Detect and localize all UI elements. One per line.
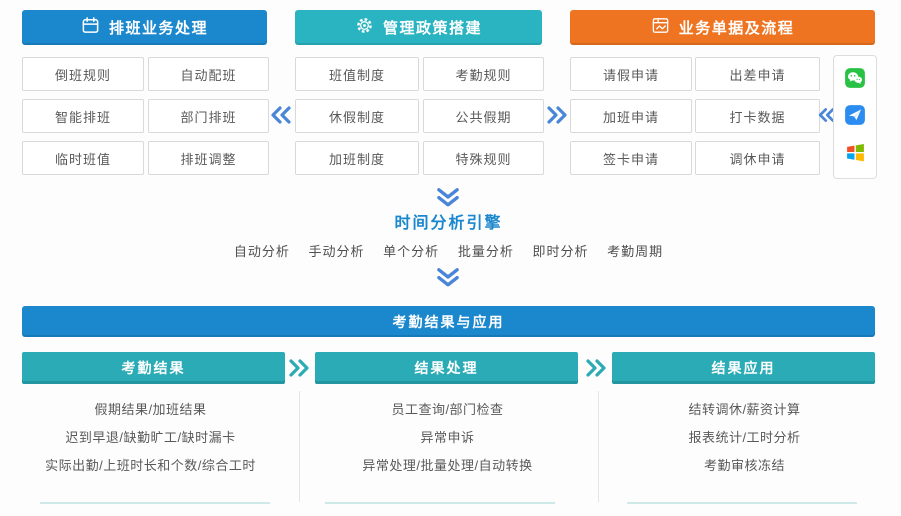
diagram-box: 加班申请 (570, 99, 692, 133)
result-line: 假期结果/加班结果 (94, 402, 207, 417)
diagram-box: 出差申请 (695, 57, 820, 91)
diagram-box: 智能排班 (22, 99, 144, 133)
results-column-application: 结转调休/薪资计算 报表统计/工时分析 考勤审核冻结 (604, 396, 885, 480)
results-column-processing: 员工查询/部门检查 异常申诉 异常处理/批量处理/自动转换 (307, 396, 588, 480)
flow-chevron-down-icon (435, 186, 461, 213)
cutoff-box-edge (325, 502, 555, 504)
group-title: 业务单据及流程 (678, 20, 795, 37)
engine-mode: 自动分析 (233, 244, 290, 259)
flow-chevron-right-icon (545, 104, 569, 131)
diagram-box: 调休申请 (695, 141, 820, 175)
diagram-box: 请假申请 (570, 57, 692, 91)
windows-icon (845, 142, 866, 168)
result-line: 实际出勤/上班时长和个数/综合工时 (45, 458, 256, 473)
column-divider (299, 391, 300, 502)
subheader-result-processing: 结果处理 (315, 352, 578, 384)
engine-modes-row: 自动分析 手动分析 单个分析 批量分析 即时分析 考勤周期 (22, 241, 875, 260)
channel-icon-panel (833, 55, 877, 179)
diagram-box: 签卡申请 (570, 141, 692, 175)
calendar-icon (81, 16, 100, 39)
diagram-box: 特殊规则 (423, 141, 544, 175)
flow-chevron-left-icon (817, 106, 836, 129)
group-title: 排班业务处理 (108, 20, 208, 37)
diagram-box: 自动配班 (148, 57, 269, 91)
group-title: 管理政策搭建 (382, 20, 482, 37)
engine-mode: 批量分析 (457, 244, 514, 259)
flow-chevron-left-icon (269, 104, 293, 131)
wechat-icon (844, 67, 866, 94)
diagram-box: 班值制度 (295, 57, 419, 91)
engine-mode: 即时分析 (532, 244, 589, 259)
flow-chevron-right-icon (286, 358, 312, 383)
cutoff-box-edge (40, 502, 270, 504)
diagram-box: 考勤规则 (423, 57, 544, 91)
group-header-scheduling: 排班业务处理 (22, 10, 267, 45)
diagram-box: 排班调整 (148, 141, 269, 175)
results-banner: 考勤结果与应用 (22, 306, 875, 337)
engine-mode: 考勤周期 (607, 244, 664, 259)
group-header-documents: 业务单据及流程 (570, 10, 875, 45)
result-line: 迟到早退/缺勤旷工/缺时漏卡 (65, 430, 236, 445)
column-divider (598, 391, 599, 502)
engine-mode: 单个分析 (383, 244, 440, 259)
cutoff-box-edge (627, 502, 857, 504)
diagram-box: 临时班值 (22, 141, 144, 175)
result-line: 结转调休/薪资计算 (688, 402, 801, 417)
paper-plane-app-icon (844, 104, 866, 131)
gear-icon (355, 16, 374, 39)
result-line: 异常申诉 (420, 430, 475, 445)
flow-chevron-down-icon (435, 266, 461, 293)
engine-title: 时间分析引擎 (394, 215, 503, 232)
flow-chevron-right-icon (583, 358, 609, 383)
engine-mode: 手动分析 (308, 244, 365, 259)
result-line: 考勤审核冻结 (703, 458, 785, 473)
diagram-box: 倒班规则 (22, 57, 144, 91)
result-line: 报表统计/工时分析 (688, 430, 801, 445)
diagram-box: 加班制度 (295, 141, 419, 175)
result-line: 员工查询/部门检查 (391, 402, 504, 417)
results-column-attendance: 假期结果/加班结果 迟到早退/缺勤旷工/缺时漏卡 实际出勤/上班时长和个数/综合… (10, 396, 291, 480)
result-line: 异常处理/批量处理/自动转换 (362, 458, 533, 473)
group-header-policy: 管理政策搭建 (295, 10, 542, 45)
diagram-box: 休假制度 (295, 99, 419, 133)
subheader-result-application: 结果应用 (612, 352, 875, 384)
subheader-attendance-results: 考勤结果 (22, 352, 285, 384)
diagram-box: 打卡数据 (695, 99, 820, 133)
form-flow-icon (651, 16, 670, 39)
diagram-box: 部门排班 (148, 99, 269, 133)
diagram-box: 公共假期 (423, 99, 544, 133)
